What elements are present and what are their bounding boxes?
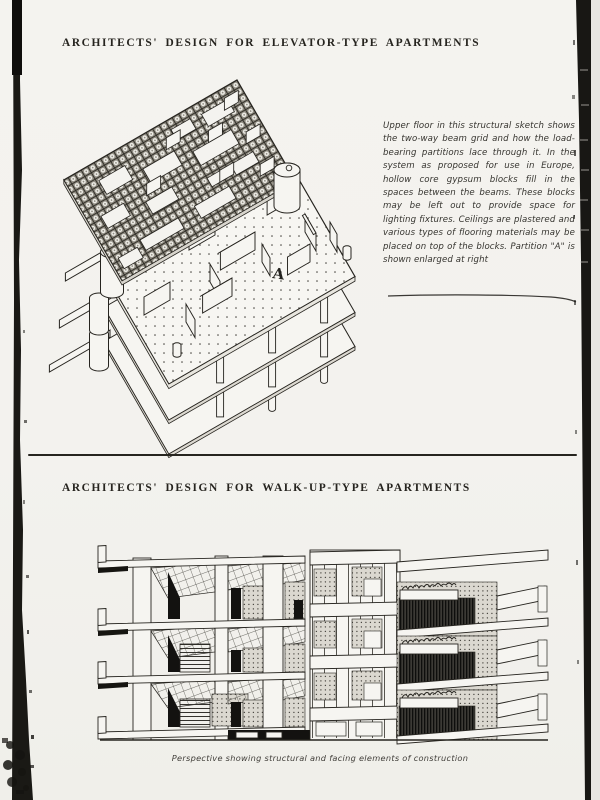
walkup-perspective-figure (97, 545, 549, 745)
scan-edge-print-marks (580, 69, 589, 263)
balcony-unit (396, 581, 549, 639)
facade-elevation (309, 549, 549, 745)
floor-slabs (97, 545, 306, 740)
walkup-drawing (97, 545, 549, 745)
waffle-beam-grid (62, 79, 297, 283)
scan-edge-left-top (12, 0, 22, 75)
balcony-unit (396, 689, 549, 745)
partition-label: A (271, 264, 286, 284)
axonometric-drawing: A (48, 79, 356, 459)
section-divider-rule (28, 454, 577, 457)
scan-edge-left (12, 0, 33, 800)
section-heading-walkup: ARCHITECTS' DESIGN FOR WALK-UP-TYPE APAR… (62, 482, 471, 494)
stair-run (179, 698, 211, 728)
figure-caption: Perspective showing structural and facin… (171, 753, 469, 763)
scan-edge-right (576, 0, 591, 800)
balcony-plants (401, 582, 457, 591)
partition-fins (146, 89, 275, 197)
scan-margin-right (591, 0, 600, 800)
balcony-plants (401, 636, 457, 645)
elevator-axonometric-figure: A (48, 79, 356, 459)
stair-run (179, 643, 211, 673)
section-heading-elevator: ARCHITECTS' DESIGN FOR ELEVATOR-TYPE APA… (62, 37, 481, 49)
facade-windows (313, 566, 383, 701)
balcony-unit (396, 635, 549, 693)
figure-description-text: Upper floor in this structural sketch sh… (383, 121, 575, 266)
scan-speckles-left (2, 330, 34, 794)
structural-cutaway-section (97, 545, 310, 741)
balcony-plants (401, 690, 457, 699)
text-column-rule (387, 294, 577, 303)
